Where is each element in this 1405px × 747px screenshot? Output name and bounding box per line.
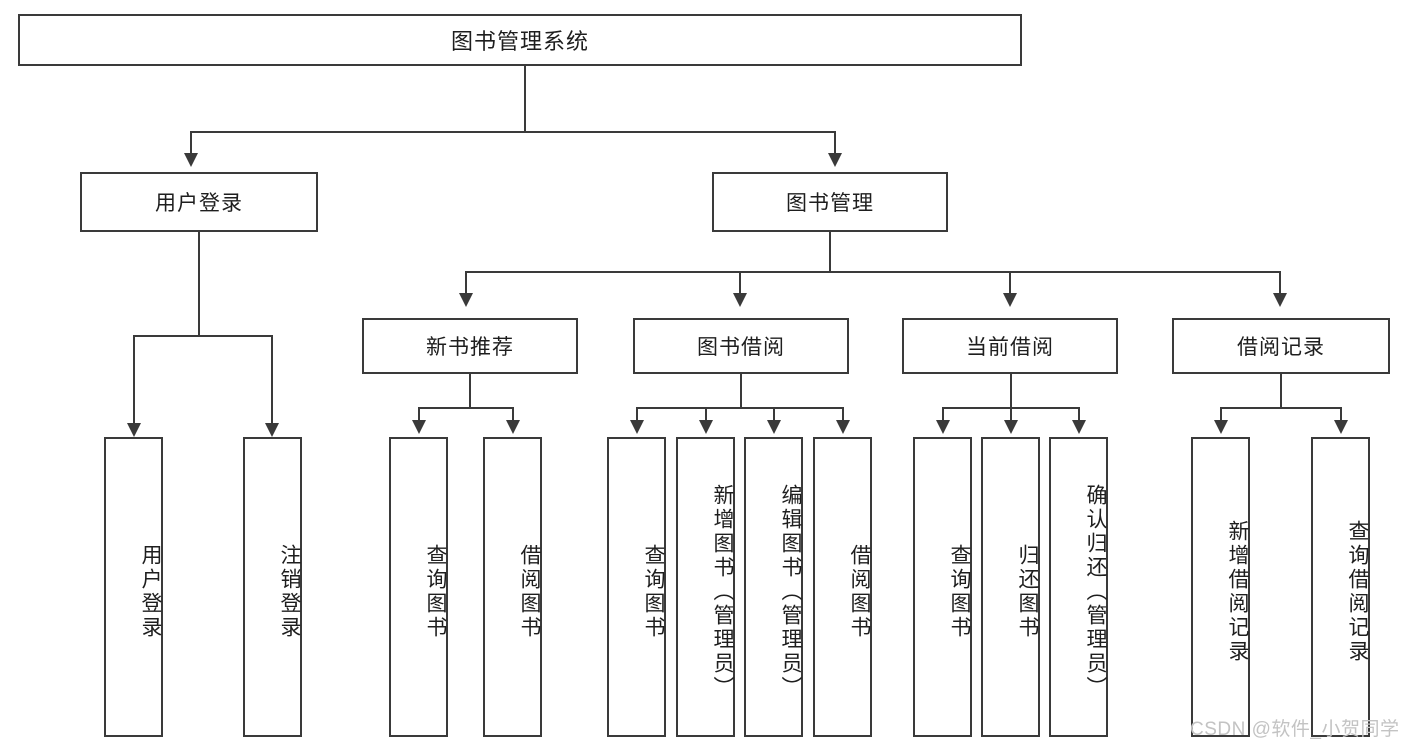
connector-bookmgmt-bar: [465, 271, 1279, 273]
connector-bookmgmt-to-c4: [1279, 271, 1281, 295]
connector-root-bar: [190, 131, 836, 133]
connector-current-to-l3: [1078, 407, 1080, 422]
node-root-library-system[interactable]: 图书管理系统: [18, 14, 1022, 66]
leaf-edit-book-admin[interactable]: 编辑图书（管理员）: [744, 437, 803, 737]
leaf-query-book-recommend[interactable]: 查询图书: [389, 437, 448, 737]
connector-recommend-bar: [418, 407, 513, 409]
arrowhead-borrow-to-l2: [699, 420, 713, 434]
connector-root-trunk: [524, 66, 526, 132]
connector-login-to-leaf1: [133, 335, 135, 427]
arrowhead-root-to-login: [184, 153, 198, 167]
leaf-borrow-book-recommend[interactable]: 借阅图书: [483, 437, 542, 737]
connector-bookmgmt-to-c3: [1009, 271, 1011, 295]
connector-bookmgmt-to-c2: [739, 271, 741, 295]
connector-borrow-to-l1: [636, 407, 638, 422]
connector-borrow-to-l4: [842, 407, 844, 422]
node-user-login[interactable]: 用户登录: [80, 172, 318, 232]
node-current-borrow[interactable]: 当前借阅: [902, 318, 1118, 374]
arrowhead-borrow-to-l1: [630, 420, 644, 434]
arrowhead-current-to-l3: [1072, 420, 1086, 434]
arrowhead-login-to-leaf2: [265, 423, 279, 437]
leaf-user-login[interactable]: 用户登录: [104, 437, 163, 737]
arrowhead-record-to-l1: [1214, 420, 1228, 434]
connector-record-bar: [1220, 407, 1341, 409]
connector-current-to-l1: [942, 407, 944, 422]
arrowhead-record-to-l2: [1334, 420, 1348, 434]
arrowhead-root-to-bookmgmt: [828, 153, 842, 167]
connector-record-trunk: [1280, 374, 1282, 408]
arrowhead-recommend-to-l1: [412, 420, 426, 434]
leaf-logout[interactable]: 注销登录: [243, 437, 302, 737]
arrowhead-current-to-l2: [1004, 420, 1018, 434]
leaf-query-book-current[interactable]: 查询图书: [913, 437, 972, 737]
connector-recommend-to-l2: [512, 407, 514, 422]
arrowhead-borrow-to-l3: [767, 420, 781, 434]
connector-bookmgmt-trunk: [829, 232, 831, 272]
arrowhead-bookmgmt-to-c3: [1003, 293, 1017, 307]
leaf-add-book-admin[interactable]: 新增图书（管理员）: [676, 437, 735, 737]
node-new-book-recommend[interactable]: 新书推荐: [362, 318, 578, 374]
leaf-query-book-borrow[interactable]: 查询图书: [607, 437, 666, 737]
leaf-query-borrow-record[interactable]: 查询借阅记录: [1311, 437, 1370, 737]
connector-login-bar: [133, 335, 273, 337]
connector-login-to-leaf2: [271, 335, 273, 427]
arrowhead-bookmgmt-to-c1: [459, 293, 473, 307]
connector-current-trunk: [1010, 374, 1012, 408]
leaf-add-borrow-record[interactable]: 新增借阅记录: [1191, 437, 1250, 737]
connector-borrow-to-l2: [705, 407, 707, 422]
arrowhead-borrow-to-l4: [836, 420, 850, 434]
connector-record-to-l2: [1340, 407, 1342, 422]
connector-borrow-trunk: [740, 374, 742, 408]
arrowhead-login-to-leaf1: [127, 423, 141, 437]
node-book-borrow[interactable]: 图书借阅: [633, 318, 849, 374]
connector-bookmgmt-to-c1: [465, 271, 467, 295]
connector-borrow-bar: [636, 407, 844, 409]
leaf-confirm-return-admin[interactable]: 确认归还（管理员）: [1049, 437, 1108, 737]
arrowhead-current-to-l1: [936, 420, 950, 434]
node-book-management[interactable]: 图书管理: [712, 172, 948, 232]
arrowhead-bookmgmt-to-c4: [1273, 293, 1287, 307]
connector-borrow-to-l3: [773, 407, 775, 422]
arrowhead-bookmgmt-to-c2: [733, 293, 747, 307]
connector-current-to-l2: [1010, 407, 1012, 422]
connector-recommend-trunk: [469, 374, 471, 408]
node-borrow-record[interactable]: 借阅记录: [1172, 318, 1390, 374]
leaf-borrow-book[interactable]: 借阅图书: [813, 437, 872, 737]
connector-recommend-to-l1: [418, 407, 420, 422]
watermark-csdn: CSDN @软件_小贺同学: [1190, 719, 1400, 740]
connector-record-to-l1: [1220, 407, 1222, 422]
connector-root-to-login: [190, 131, 192, 155]
leaf-return-book[interactable]: 归还图书: [981, 437, 1040, 737]
arrowhead-recommend-to-l2: [506, 420, 520, 434]
connector-login-trunk: [198, 232, 200, 336]
connector-root-to-bookmgmt: [834, 131, 836, 155]
